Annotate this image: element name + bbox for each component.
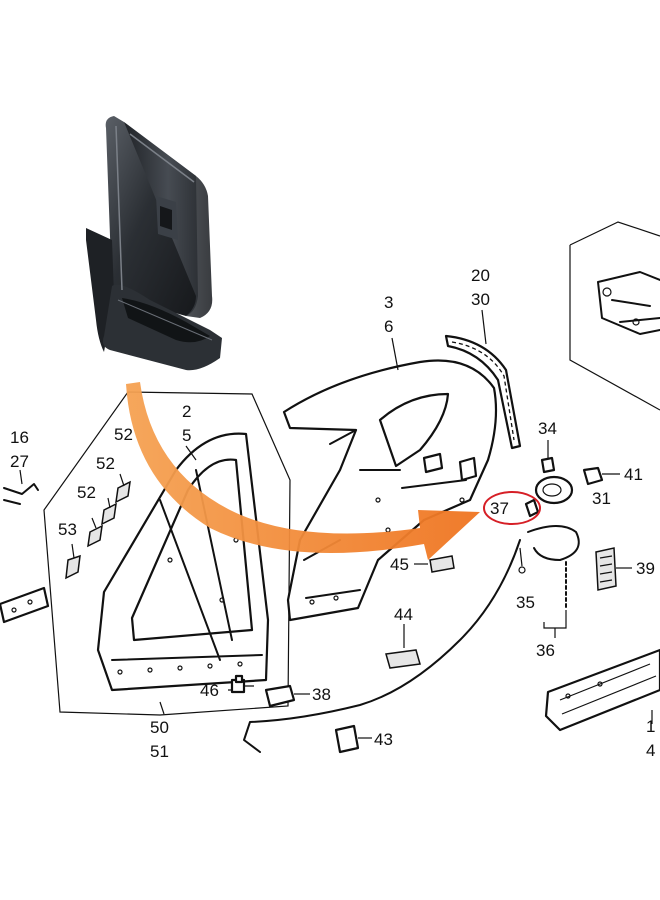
part-44	[385, 649, 421, 669]
part-46	[228, 674, 254, 694]
label-51: 51	[150, 742, 169, 761]
part-43	[334, 724, 372, 754]
door-frame-group	[43, 391, 291, 716]
part-41	[582, 466, 604, 486]
part-34	[540, 456, 556, 474]
label-20: 20	[471, 266, 490, 285]
label-38: 38	[312, 685, 331, 704]
label-34: 34	[538, 419, 557, 438]
label-52-a: 52	[114, 425, 133, 444]
label-3: 3	[384, 293, 393, 312]
label-30: 30	[471, 290, 490, 309]
label-52-c: 52	[77, 483, 96, 502]
part-45	[429, 555, 455, 573]
callout-labels: 2 5 3 6 16 27 20 30 52 52 52 53 34 41 31…	[10, 266, 655, 761]
label-35: 35	[516, 593, 535, 612]
lid-cable	[243, 525, 580, 753]
inset-rear-panel	[569, 221, 660, 411]
label-2: 2	[182, 402, 191, 421]
left-sill-stub	[0, 586, 50, 624]
label-46: 46	[200, 681, 219, 700]
part-52-a	[115, 480, 131, 504]
label-39: 39	[636, 559, 655, 578]
label-6: 6	[384, 317, 393, 336]
part-39	[595, 547, 632, 591]
quarter-panel	[282, 337, 498, 622]
label-44: 44	[394, 605, 413, 624]
label-4: 4	[646, 741, 655, 760]
part-52-b	[101, 502, 117, 526]
clip-product-photo	[86, 116, 222, 371]
part-52-c	[87, 524, 103, 548]
fuel-lid-parts	[524, 440, 620, 518]
label-45: 45	[390, 555, 409, 574]
label-1: 1	[646, 717, 655, 736]
label-52-b: 52	[96, 454, 115, 473]
label-37: 37	[490, 499, 509, 518]
part-38	[264, 684, 310, 708]
label-41: 41	[624, 465, 643, 484]
pillar-strip	[444, 309, 522, 450]
highlight-circle	[483, 491, 541, 525]
part-31	[534, 475, 574, 505]
label-16: 16	[10, 428, 29, 447]
highlight-arrow	[126, 382, 480, 560]
label-27: 27	[10, 452, 29, 471]
rear-side-sill	[544, 648, 660, 732]
label-5: 5	[182, 426, 191, 445]
label-50: 50	[150, 718, 169, 737]
label-31: 31	[592, 489, 611, 508]
part-53	[65, 554, 81, 580]
part-37	[524, 498, 540, 518]
label-53: 53	[58, 520, 77, 539]
label-36: 36	[536, 641, 555, 660]
part-16-27	[3, 469, 39, 505]
label-43: 43	[374, 730, 393, 749]
